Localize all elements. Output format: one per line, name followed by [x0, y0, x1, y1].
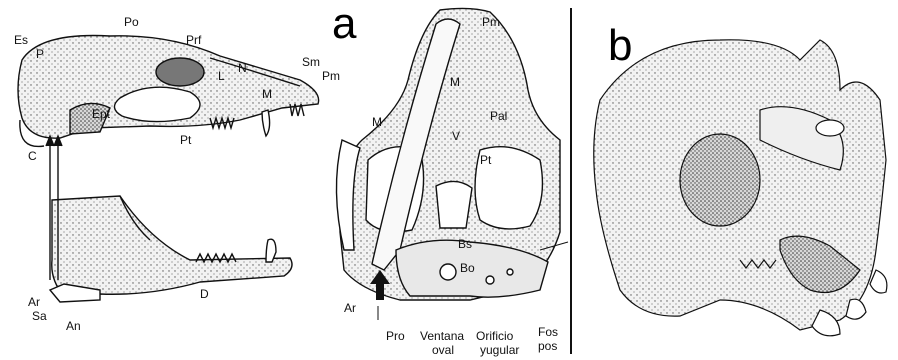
label-an: An	[66, 320, 81, 332]
label-ar: Ar	[28, 296, 40, 308]
panel-letter-b: b	[608, 24, 632, 68]
label-v-pm: Pm	[482, 16, 500, 28]
label-v-yugular: yugular	[480, 344, 519, 356]
label-v-bo: Bo	[460, 262, 475, 274]
label-v-m-top: M	[450, 76, 460, 88]
label-v-ventana: Ventana	[420, 330, 464, 342]
label-prf: Prf	[186, 34, 201, 46]
label-v-pt: Pt	[480, 154, 491, 166]
label-v-fos: Fos	[538, 326, 558, 338]
panel-divider	[570, 8, 572, 354]
label-v-bs: Bs	[458, 238, 472, 250]
label-v-oval: oval	[432, 344, 454, 356]
label-v-m-side: M	[372, 116, 382, 128]
ventral-skull-drawing	[336, 8, 560, 300]
label-v-ar: Ar	[344, 302, 356, 314]
label-v-pal: Pal	[490, 110, 507, 122]
label-ept: Ept	[92, 108, 110, 120]
label-l: L	[218, 70, 225, 82]
label-sa: Sa	[32, 310, 47, 322]
label-es: Es	[14, 34, 28, 46]
label-c: C	[28, 150, 37, 162]
label-d: D	[200, 288, 209, 300]
label-v-pro: Pro	[386, 330, 405, 342]
label-v-v: V	[452, 130, 460, 142]
label-n: N	[238, 62, 247, 74]
label-v-pos: pos	[538, 340, 557, 352]
lateral-skull-drawing	[18, 36, 319, 303]
label-v-orificio: Orificio	[476, 330, 513, 342]
label-m: M	[262, 88, 272, 100]
label-pt: Pt	[180, 134, 191, 146]
label-sm: Sm	[302, 56, 320, 68]
label-po: Po	[124, 16, 139, 28]
label-p: P	[36, 48, 44, 60]
fossil-skull-drawing	[594, 40, 887, 336]
panel-letter-a: a	[332, 2, 356, 46]
label-pm: Pm	[322, 70, 340, 82]
